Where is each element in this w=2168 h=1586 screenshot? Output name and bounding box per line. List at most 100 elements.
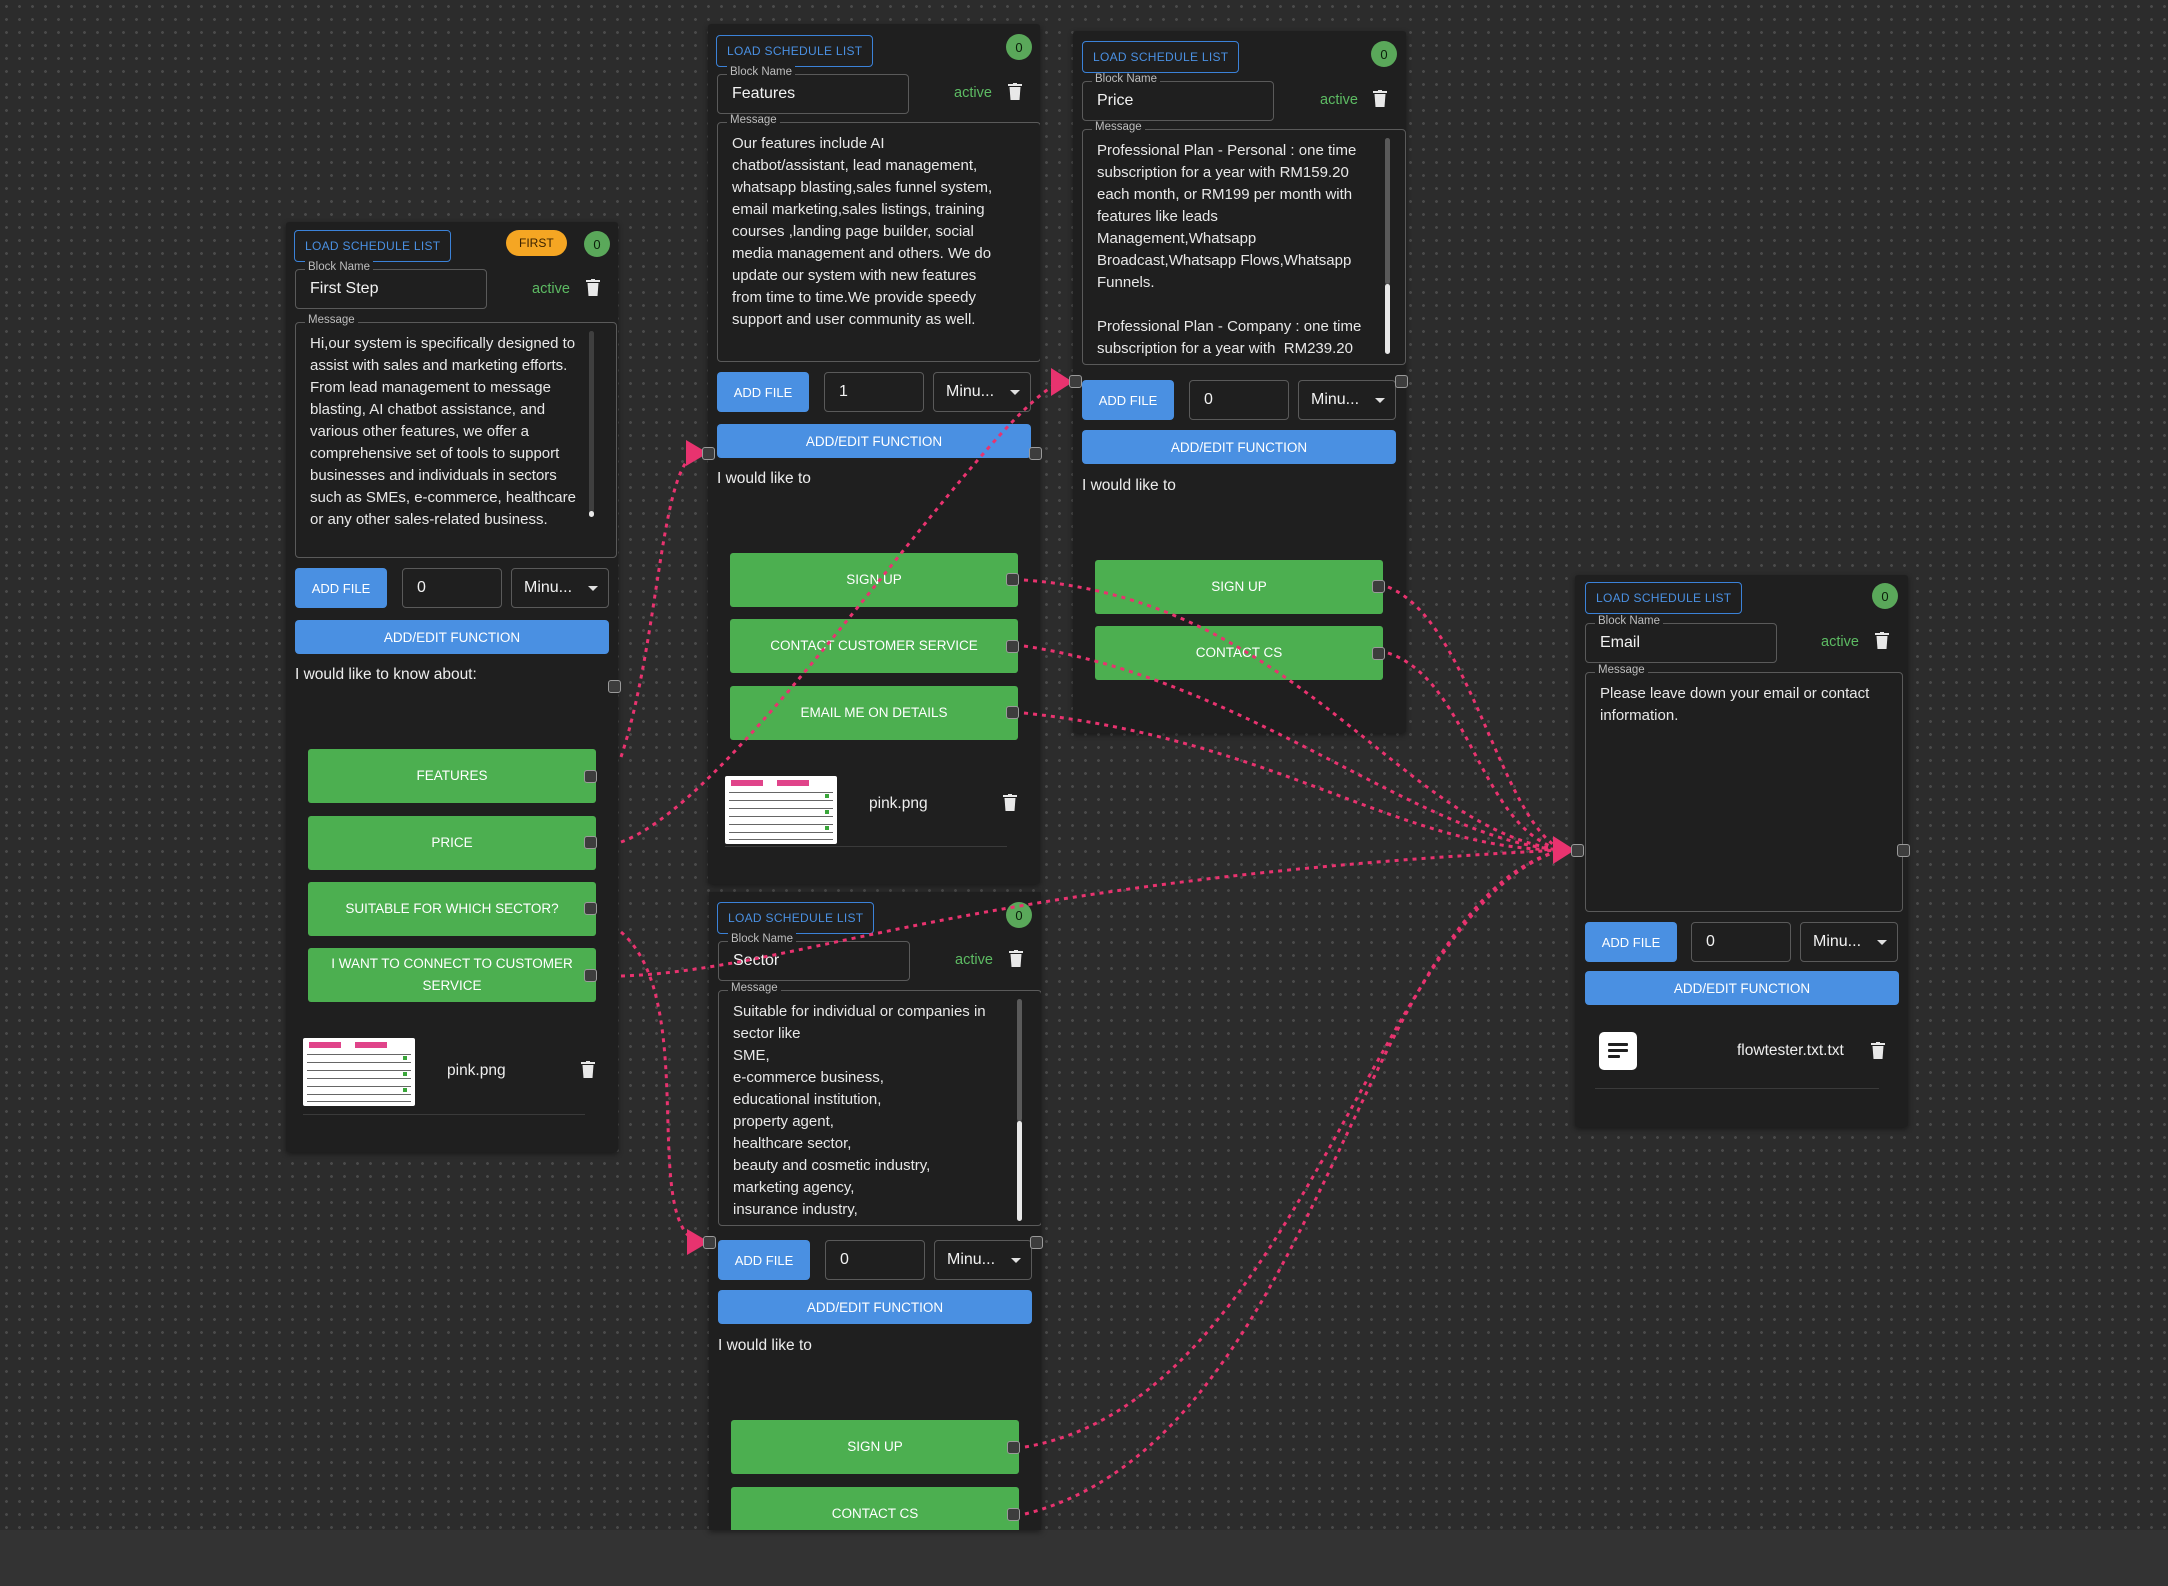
output-handle[interactable]: [1007, 1441, 1020, 1454]
file-name: pink.png: [447, 1062, 506, 1079]
output-handle[interactable]: [1006, 640, 1019, 653]
choice-sign-up[interactable]: SIGN UP: [730, 553, 1018, 607]
output-handle[interactable]: [1030, 1236, 1043, 1249]
node-sector[interactable]: LOAD SCHEDULE LIST 0 Block Name Sector a…: [709, 892, 1041, 1530]
output-handle[interactable]: [1395, 375, 1408, 388]
output-handle[interactable]: [1006, 706, 1019, 719]
add-file-button[interactable]: ADD FILE: [295, 568, 387, 608]
add-file-button[interactable]: ADD FILE: [1082, 380, 1174, 420]
load-schedule-list-button[interactable]: LOAD SCHEDULE LIST: [716, 35, 874, 67]
block-name-legend: Block Name: [727, 66, 795, 78]
edge-price-cs-to-email: [1387, 651, 1563, 852]
message-field[interactable]: Message Hi,our system is specifically de…: [295, 314, 617, 558]
trash-icon[interactable]: [1003, 794, 1017, 811]
trash-icon[interactable]: [1373, 90, 1387, 107]
load-schedule-list-button[interactable]: LOAD SCHEDULE LIST: [1082, 41, 1240, 73]
delay-unit-select[interactable]: Minu...: [1800, 922, 1898, 962]
delay-input[interactable]: 1: [824, 372, 924, 412]
message-field[interactable]: Message Please leave down your email or …: [1585, 664, 1903, 912]
edge-sector-signup-to-email: [1024, 848, 1563, 1449]
input-handle[interactable]: [1571, 844, 1584, 857]
image-thumbnail[interactable]: [303, 1038, 415, 1106]
node-features[interactable]: LOAD SCHEDULE LIST 0 Block Name Features…: [708, 24, 1040, 884]
delay-input[interactable]: 0: [402, 568, 502, 608]
block-name-legend: Block Name: [1092, 73, 1160, 85]
delay-unit-select[interactable]: Minu...: [1298, 380, 1396, 420]
delay-value: 0: [1204, 391, 1213, 408]
node-first-step[interactable]: LOAD SCHEDULE LIST FIRST 0 Block Name Fi…: [286, 222, 618, 1152]
edge-features-email-to-email: [1023, 711, 1563, 852]
add-edit-function-button[interactable]: ADD/EDIT FUNCTION: [1585, 971, 1899, 1005]
choice-contact-cs[interactable]: CONTACT CS: [731, 1487, 1019, 1530]
input-handle[interactable]: [703, 1236, 716, 1249]
block-name-field[interactable]: Block Name Features: [717, 66, 909, 114]
add-edit-function-button[interactable]: ADD/EDIT FUNCTION: [1082, 430, 1396, 464]
output-handle[interactable]: [1372, 647, 1385, 660]
delay-value: 1: [839, 383, 848, 400]
delay-unit-select[interactable]: Minu...: [934, 1240, 1032, 1280]
block-name-field[interactable]: Block Name Sector: [718, 933, 910, 981]
output-handle[interactable]: [1007, 1508, 1020, 1521]
block-name-field[interactable]: Block Name First Step: [295, 261, 487, 309]
input-handle[interactable]: [702, 447, 715, 460]
message-legend: Message: [727, 114, 780, 126]
block-name-value: Sector: [733, 952, 780, 969]
choice-sign-up[interactable]: SIGN UP: [1095, 560, 1383, 614]
block-name-field[interactable]: Block Name Price: [1082, 73, 1274, 121]
trash-icon[interactable]: [1008, 83, 1022, 100]
node-price[interactable]: LOAD SCHEDULE LIST 0 Block Name Price ac…: [1073, 31, 1406, 733]
delay-input[interactable]: 0: [825, 1240, 925, 1280]
add-file-button[interactable]: ADD FILE: [718, 1240, 810, 1280]
choice-customer-service[interactable]: I WANT TO CONNECT TO CUSTOMER SERVICE: [308, 948, 596, 1002]
output-handle[interactable]: [584, 902, 597, 915]
message-legend: Message: [1092, 121, 1145, 133]
load-schedule-list-button[interactable]: LOAD SCHEDULE LIST: [1585, 582, 1743, 614]
prompt-text: I would like to know about:: [295, 666, 477, 683]
choice-sector[interactable]: SUITABLE FOR WHICH SECTOR?: [308, 882, 596, 936]
message-scrollbar[interactable]: [1385, 138, 1390, 354]
first-badge: FIRST: [506, 230, 567, 256]
choice-contact-customer-service[interactable]: CONTACT CUSTOMER SERVICE: [730, 619, 1018, 673]
add-file-button[interactable]: ADD FILE: [1585, 922, 1677, 962]
delay-unit-select[interactable]: Minu...: [933, 372, 1031, 412]
load-schedule-list-button[interactable]: LOAD SCHEDULE LIST: [294, 230, 452, 262]
output-handle[interactable]: [1006, 573, 1019, 586]
output-handle[interactable]: [584, 969, 597, 982]
delay-unit-select[interactable]: Minu...: [511, 568, 609, 608]
trash-icon[interactable]: [1871, 1042, 1885, 1059]
delay-value: 0: [417, 579, 426, 596]
add-edit-function-button[interactable]: ADD/EDIT FUNCTION: [718, 1290, 1032, 1324]
choice-sign-up[interactable]: SIGN UP: [731, 1420, 1019, 1474]
output-handle[interactable]: [1029, 447, 1042, 460]
message-scrollbar[interactable]: [589, 331, 594, 517]
add-edit-function-button[interactable]: ADD/EDIT FUNCTION: [295, 620, 609, 654]
trash-icon[interactable]: [1875, 632, 1889, 649]
choice-contact-cs[interactable]: CONTACT CS: [1095, 626, 1383, 680]
trash-icon[interactable]: [581, 1061, 595, 1078]
delay-input[interactable]: 0: [1189, 380, 1289, 420]
prompt-text: I would like to: [1082, 477, 1176, 494]
choice-price[interactable]: PRICE: [308, 816, 596, 870]
output-handle[interactable]: [584, 836, 597, 849]
choice-email-me-on-details[interactable]: EMAIL ME ON DETAILS: [730, 686, 1018, 740]
output-handle[interactable]: [584, 770, 597, 783]
image-thumbnail[interactable]: [725, 776, 837, 844]
node-email[interactable]: LOAD SCHEDULE LIST 0 Block Name Email ac…: [1575, 575, 1908, 1127]
trash-icon[interactable]: [586, 279, 600, 296]
delay-input[interactable]: 0: [1691, 922, 1791, 962]
choice-features[interactable]: FEATURES: [308, 749, 596, 803]
trash-icon[interactable]: [1009, 950, 1023, 967]
output-handle[interactable]: [608, 680, 621, 693]
add-edit-function-button[interactable]: ADD/EDIT FUNCTION: [717, 424, 1031, 458]
output-handle[interactable]: [1372, 580, 1385, 593]
message-field[interactable]: Message Professional Plan - Personal : o…: [1082, 121, 1406, 365]
message-field[interactable]: Message Suitable for individual or compa…: [718, 982, 1041, 1226]
message-field[interactable]: Message Our features include AI chatbot/…: [717, 114, 1040, 362]
add-file-button[interactable]: ADD FILE: [717, 372, 809, 412]
message-scrollbar[interactable]: [1017, 999, 1022, 1221]
unit-value: Minu...: [946, 383, 995, 400]
output-handle[interactable]: [1897, 844, 1910, 857]
block-name-field[interactable]: Block Name Email: [1585, 615, 1777, 663]
load-schedule-list-button[interactable]: LOAD SCHEDULE LIST: [717, 902, 875, 934]
input-handle[interactable]: [1069, 375, 1082, 388]
